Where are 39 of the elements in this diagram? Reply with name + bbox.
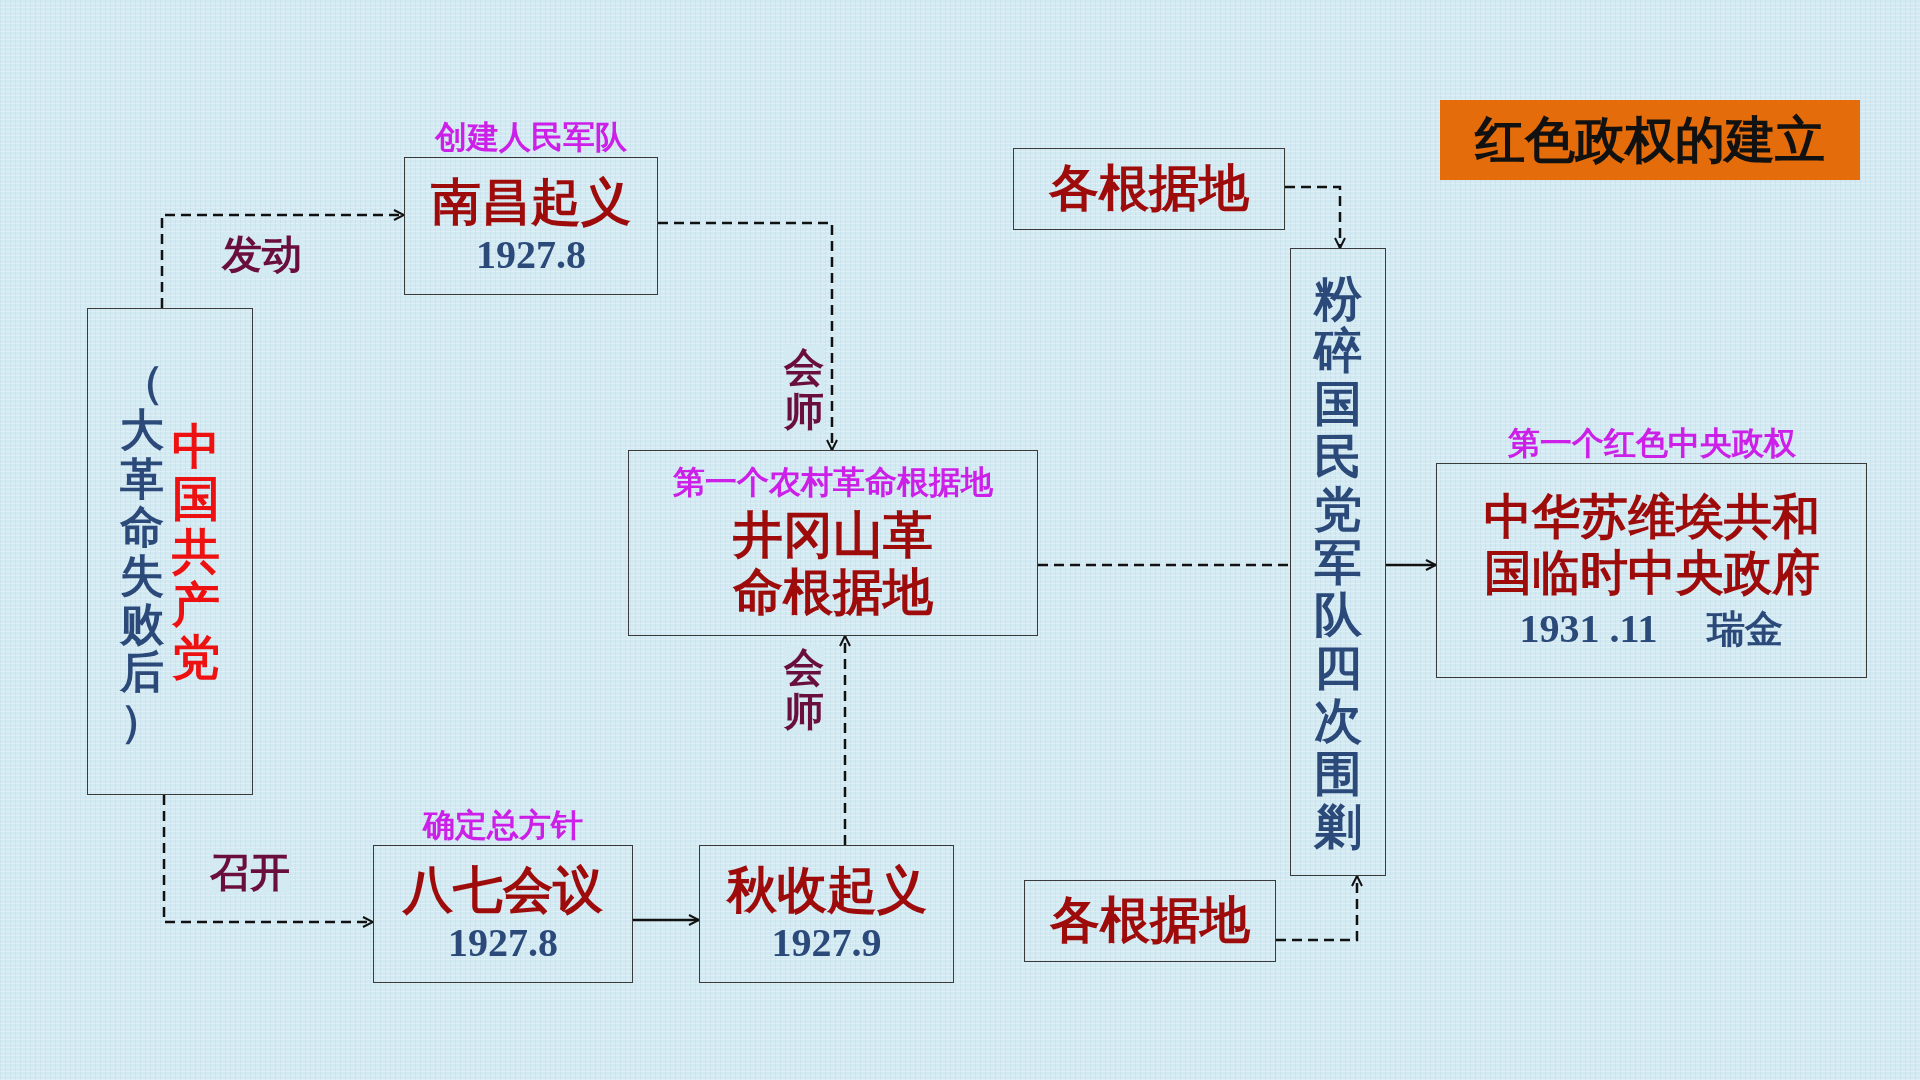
- node-box: [628, 450, 1038, 636]
- vertical-text: 粉碎国民党军队四次围剿: [1314, 271, 1362, 853]
- node-caption: 第一个红色中央政权: [1507, 425, 1796, 462]
- vertical-title: 中国共产党: [172, 419, 220, 684]
- edge-label: 会师: [784, 645, 824, 733]
- date-text: 1931 .11: [1519, 605, 1658, 652]
- date-text: 1927.9: [771, 919, 882, 966]
- arrow: [162, 795, 374, 928]
- date-text: 1927.8: [476, 231, 586, 278]
- node-box: [1013, 148, 1285, 230]
- edge-label: 召开: [210, 850, 290, 894]
- edge-label: 会师: [784, 345, 824, 433]
- arrow: [658, 221, 838, 451]
- arrow: [839, 635, 851, 845]
- node-box: [87, 308, 253, 795]
- arrow: [1276, 875, 1363, 942]
- edge-label: 发动: [222, 232, 302, 276]
- node-box: [1024, 880, 1276, 962]
- arrow: [160, 209, 405, 308]
- title-banner: 红色政权的建立: [1440, 100, 1860, 180]
- arrow: [633, 914, 700, 926]
- node-caption: 第一个农村革命根据地: [673, 464, 993, 501]
- place-text: 瑞金: [1707, 607, 1784, 652]
- node-box: [699, 845, 954, 983]
- node-title: 中华苏维埃共和国临时中央政府: [1482, 489, 1821, 600]
- node-title: 南昌起义: [431, 174, 631, 232]
- node-box: [1290, 248, 1386, 876]
- node-title: 各根据地: [1050, 892, 1250, 950]
- date-text: 1927.8: [448, 919, 558, 966]
- node-caption: 确定总方针: [423, 807, 583, 844]
- node-title: 各根据地: [1049, 160, 1249, 218]
- arrow: [1386, 559, 1437, 571]
- node-title: 秋收起义: [726, 862, 927, 920]
- node-title: 八七会议: [403, 862, 603, 920]
- vertical-note: （大革命失败后）: [120, 357, 164, 746]
- connector-line: [1038, 563, 1290, 567]
- arrow: [1285, 185, 1346, 249]
- node-title: 井冈山革命根据地: [732, 506, 934, 622]
- node-caption: 创建人民军队: [435, 119, 627, 156]
